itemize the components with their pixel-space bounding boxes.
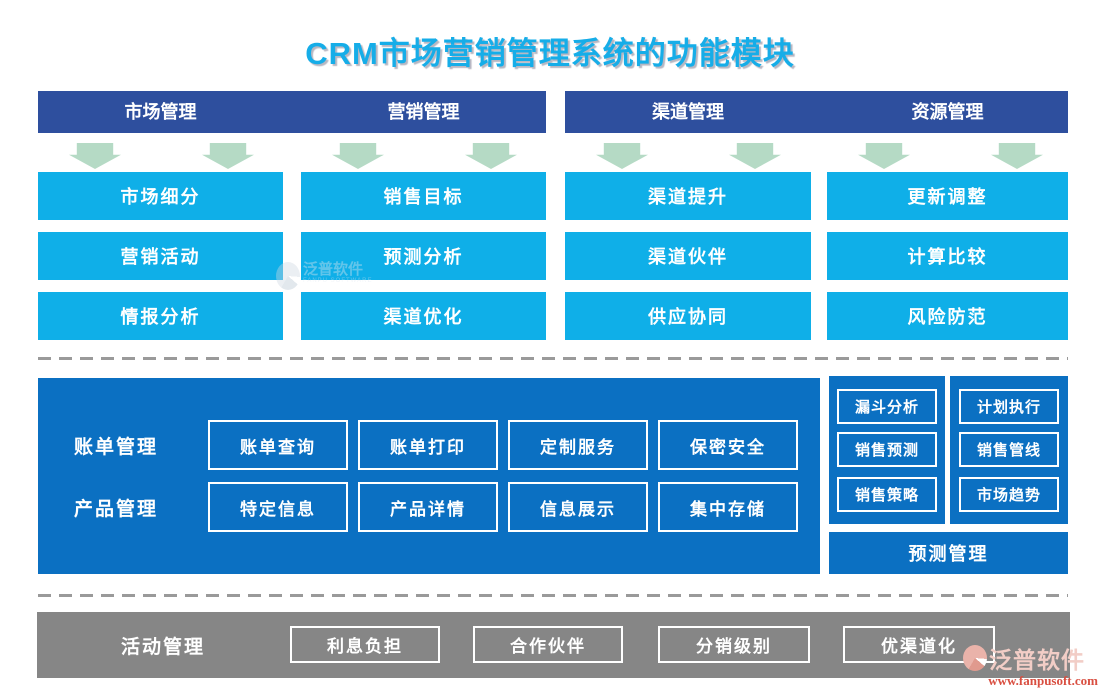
header-bar-right — [565, 91, 1068, 133]
module-box-channel-lift[interactable]: 渠道提升 — [565, 172, 811, 220]
billing-box-custom-service[interactable]: 定制服务 — [508, 420, 648, 470]
fanpu-logo-icon — [963, 645, 987, 671]
module-box-intel-analysis[interactable]: 情报分析 — [38, 292, 283, 340]
side-box-sales-strategy[interactable]: 销售策略 — [837, 477, 937, 512]
dashed-divider-bottom — [38, 594, 1068, 597]
activity-box-cooperation-partner[interactable]: 合作伙伴 — [473, 626, 623, 663]
down-arrow-icon — [729, 143, 781, 169]
activity-management-bar — [37, 612, 1070, 678]
fanpu-logo: 泛普软件 www.fanpusoft.com — [963, 641, 1098, 689]
down-arrow-icon — [596, 143, 648, 169]
product-box-central-storage[interactable]: 集中存储 — [658, 482, 798, 532]
side-box-sales-forecast[interactable]: 销售预测 — [837, 432, 937, 467]
header-marketing-management[interactable]: 营销管理 — [387, 102, 460, 122]
module-box-channel-partner[interactable]: 渠道伙伴 — [565, 232, 811, 280]
fanpu-logo-name: 泛普软件 — [989, 647, 1085, 673]
module-box-market-segment[interactable]: 市场细分 — [38, 172, 283, 220]
module-box-forecast-analysis[interactable]: 预测分析 — [301, 232, 546, 280]
activity-box-interest-burden[interactable]: 利息负担 — [290, 626, 440, 663]
side-panel-right — [950, 376, 1068, 524]
header-market-management[interactable]: 市场管理 — [124, 102, 197, 122]
side-box-sales-pipeline[interactable]: 销售管线 — [959, 432, 1059, 467]
module-box-calc-compare[interactable]: 计算比较 — [827, 232, 1068, 280]
module-box-sales-target[interactable]: 销售目标 — [301, 172, 546, 220]
billing-box-security[interactable]: 保密安全 — [658, 420, 798, 470]
product-box-specific-info[interactable]: 特定信息 — [208, 482, 348, 532]
billing-box-bill-print[interactable]: 账单打印 — [358, 420, 498, 470]
module-box-marketing-activity[interactable]: 营销活动 — [38, 232, 283, 280]
billing-box-bill-query[interactable]: 账单查询 — [208, 420, 348, 470]
header-bar-left — [38, 91, 546, 133]
page-title: CRM市场营销管理系统的功能模块 — [305, 36, 795, 71]
activity-management-label: 活动管理 — [120, 636, 205, 658]
product-box-info-display[interactable]: 信息展示 — [508, 482, 648, 532]
side-panel-left — [829, 376, 945, 524]
activity-box-channel-optimization[interactable]: 优渠道化 — [843, 626, 995, 663]
module-box-risk-prevention[interactable]: 风险防范 — [827, 292, 1068, 340]
module-box-update-adjust[interactable]: 更新调整 — [827, 172, 1068, 220]
fanpu-logo-url: www.fanpusoft.com — [988, 673, 1098, 688]
down-arrow-icon — [332, 143, 384, 169]
header-channel-management[interactable]: 渠道管理 — [652, 102, 724, 122]
billing-management-label: 账单管理 — [73, 436, 158, 458]
dashed-divider-top — [38, 357, 1068, 360]
down-arrow-icon — [991, 143, 1043, 169]
forecast-management-bar[interactable]: 预测管理 — [829, 532, 1068, 574]
module-box-channel-optimize[interactable]: 渠道优化 — [301, 292, 546, 340]
down-arrow-icon — [858, 143, 910, 169]
down-arrow-icon — [465, 143, 517, 169]
side-box-plan-execution[interactable]: 计划执行 — [959, 389, 1059, 424]
side-box-funnel-analysis[interactable]: 漏斗分析 — [837, 389, 937, 424]
module-box-supply-collab[interactable]: 供应协同 — [565, 292, 811, 340]
header-resource-management[interactable]: 资源管理 — [911, 102, 984, 122]
activity-box-distribution-level[interactable]: 分销级别 — [658, 626, 810, 663]
down-arrow-icon — [202, 143, 254, 169]
down-arrow-icon — [69, 143, 121, 169]
product-box-product-detail[interactable]: 产品详情 — [358, 482, 498, 532]
billing-product-panel — [38, 378, 820, 574]
product-management-label: 产品管理 — [73, 498, 158, 520]
side-box-market-trend[interactable]: 市场趋势 — [959, 477, 1059, 512]
